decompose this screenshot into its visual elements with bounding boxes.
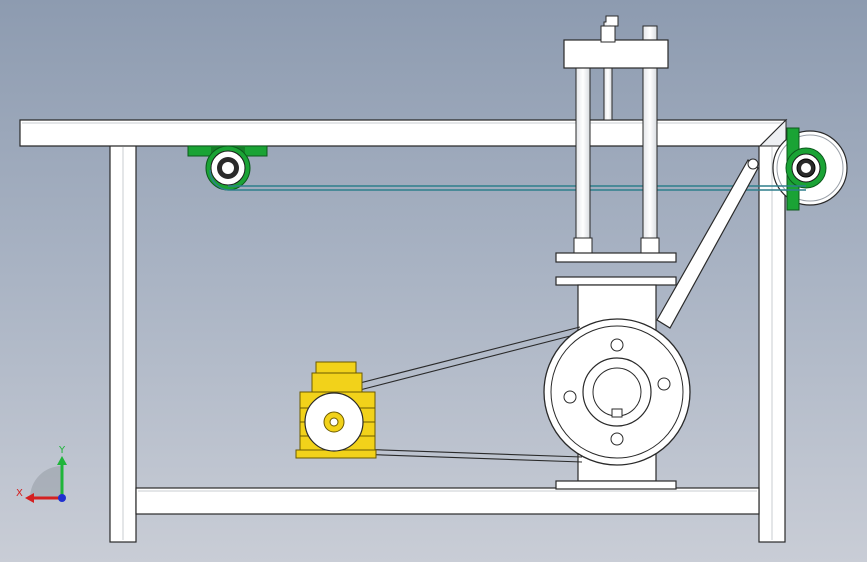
guide-rod-middle[interactable] [603, 15, 619, 121]
frame-right-leg[interactable] [758, 144, 786, 543]
slider-plate-lower[interactable] [555, 276, 677, 286]
top-belt[interactable] [209, 169, 806, 191]
base-plate[interactable] [555, 480, 677, 490]
slider-plate-upper[interactable] [555, 252, 677, 263]
triad-y-label: Y [58, 445, 66, 456]
driven-pulley-flange[interactable] [543, 318, 691, 466]
frame-top-beam[interactable] [19, 118, 788, 147]
triad-plane-icon [30, 466, 62, 498]
link-arm[interactable] [656, 158, 759, 329]
top-crosshead[interactable] [563, 25, 669, 69]
guide-rod-left[interactable] [573, 63, 593, 254]
orientation-triad: Y X [16, 445, 67, 503]
left-bearing-block[interactable] [187, 145, 268, 191]
frame-bottom-beam[interactable] [135, 487, 760, 515]
z-axis-dot-icon [58, 494, 66, 502]
drive-belt[interactable] [351, 326, 583, 463]
frame-left-leg[interactable] [109, 144, 137, 543]
motor-pulley[interactable] [304, 392, 364, 452]
triad-x-label: X [16, 488, 23, 499]
right-bearing-block[interactable] [785, 127, 827, 211]
